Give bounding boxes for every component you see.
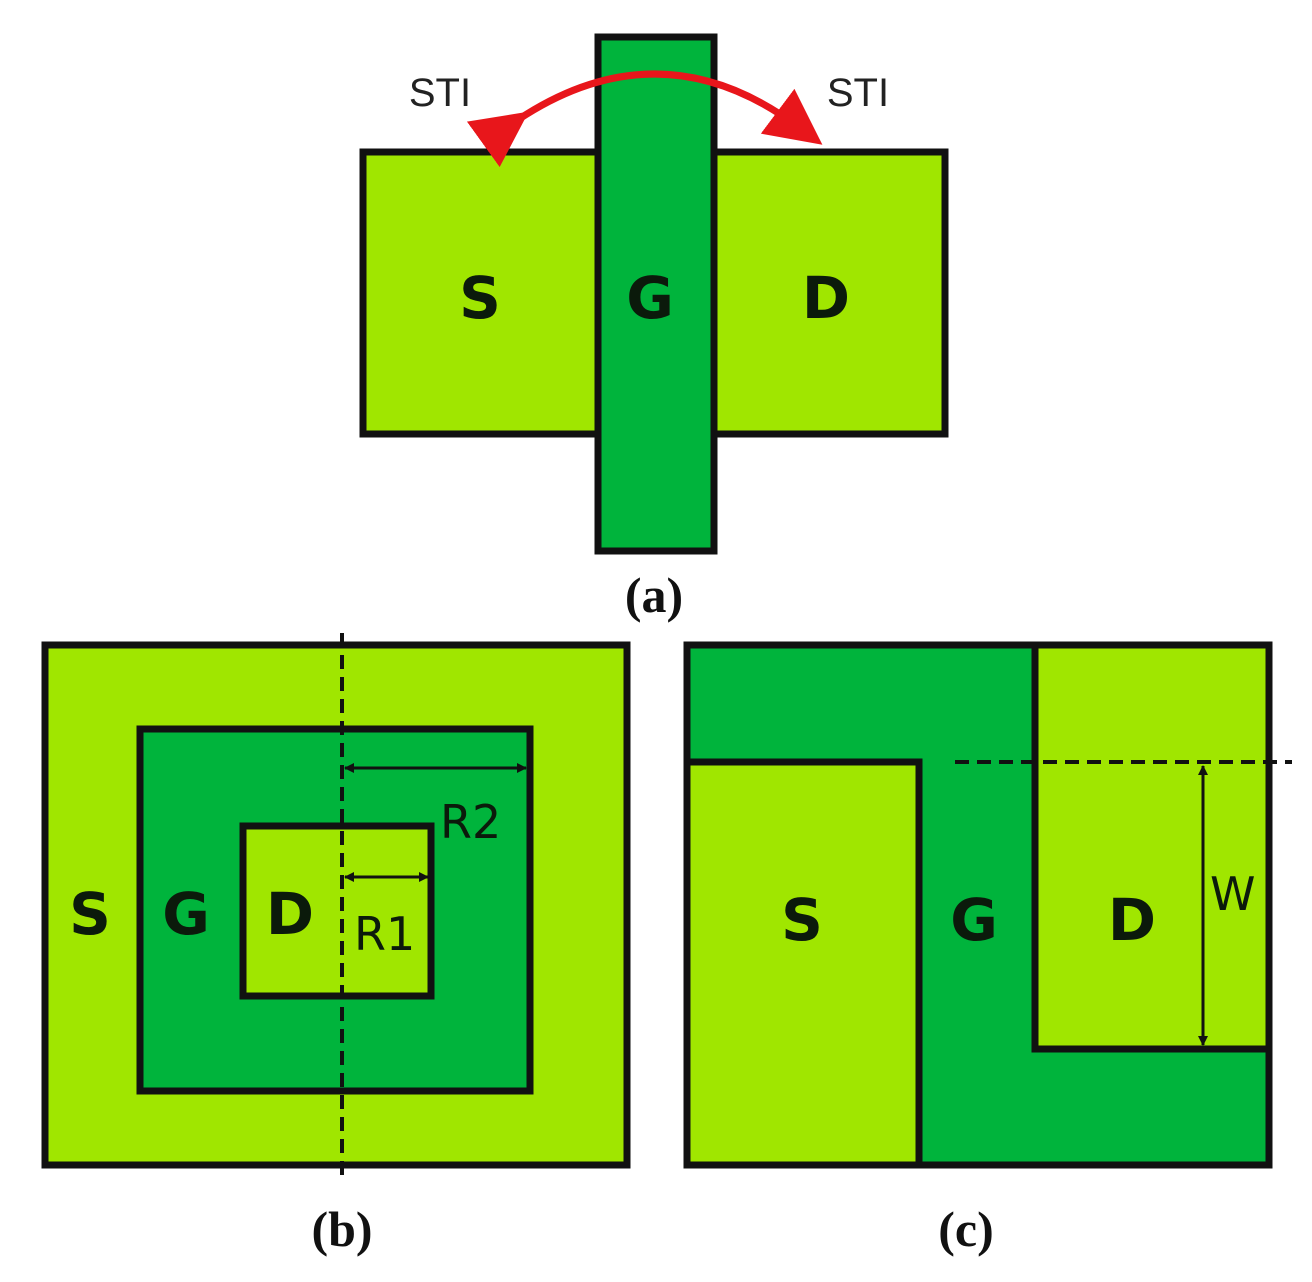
panel-c: W S G D (c) [683,641,1292,1257]
source-region-c [683,758,923,1169]
sti-arrow [466,70,823,168]
gate-label-c: G [950,886,998,954]
gate-label-b: G [162,880,210,948]
drain-region-c [1031,641,1273,1053]
caption-b: (b) [311,1201,372,1257]
drain-core-b [239,822,435,1000]
sti-label-left: STI [409,71,471,115]
panel-a: STI STI S G D (a) [359,33,949,623]
drain-label-a: D [802,264,850,332]
sti-label-right: STI [827,71,889,115]
caption-c: (c) [938,1201,994,1257]
r1-label: R1 [354,907,415,961]
drain-label-b: D [266,880,314,948]
gate-label-a: G [626,264,674,332]
width-label: W [1210,867,1255,921]
caption-a: (a) [625,567,683,623]
r2-label: R2 [440,795,501,849]
panel-b: R2 R1 S G D (b) [41,633,631,1257]
source-label-a: S [459,264,501,332]
drain-label-c: D [1108,886,1156,954]
source-label-b: S [69,880,111,948]
source-label-c: S [781,886,823,954]
